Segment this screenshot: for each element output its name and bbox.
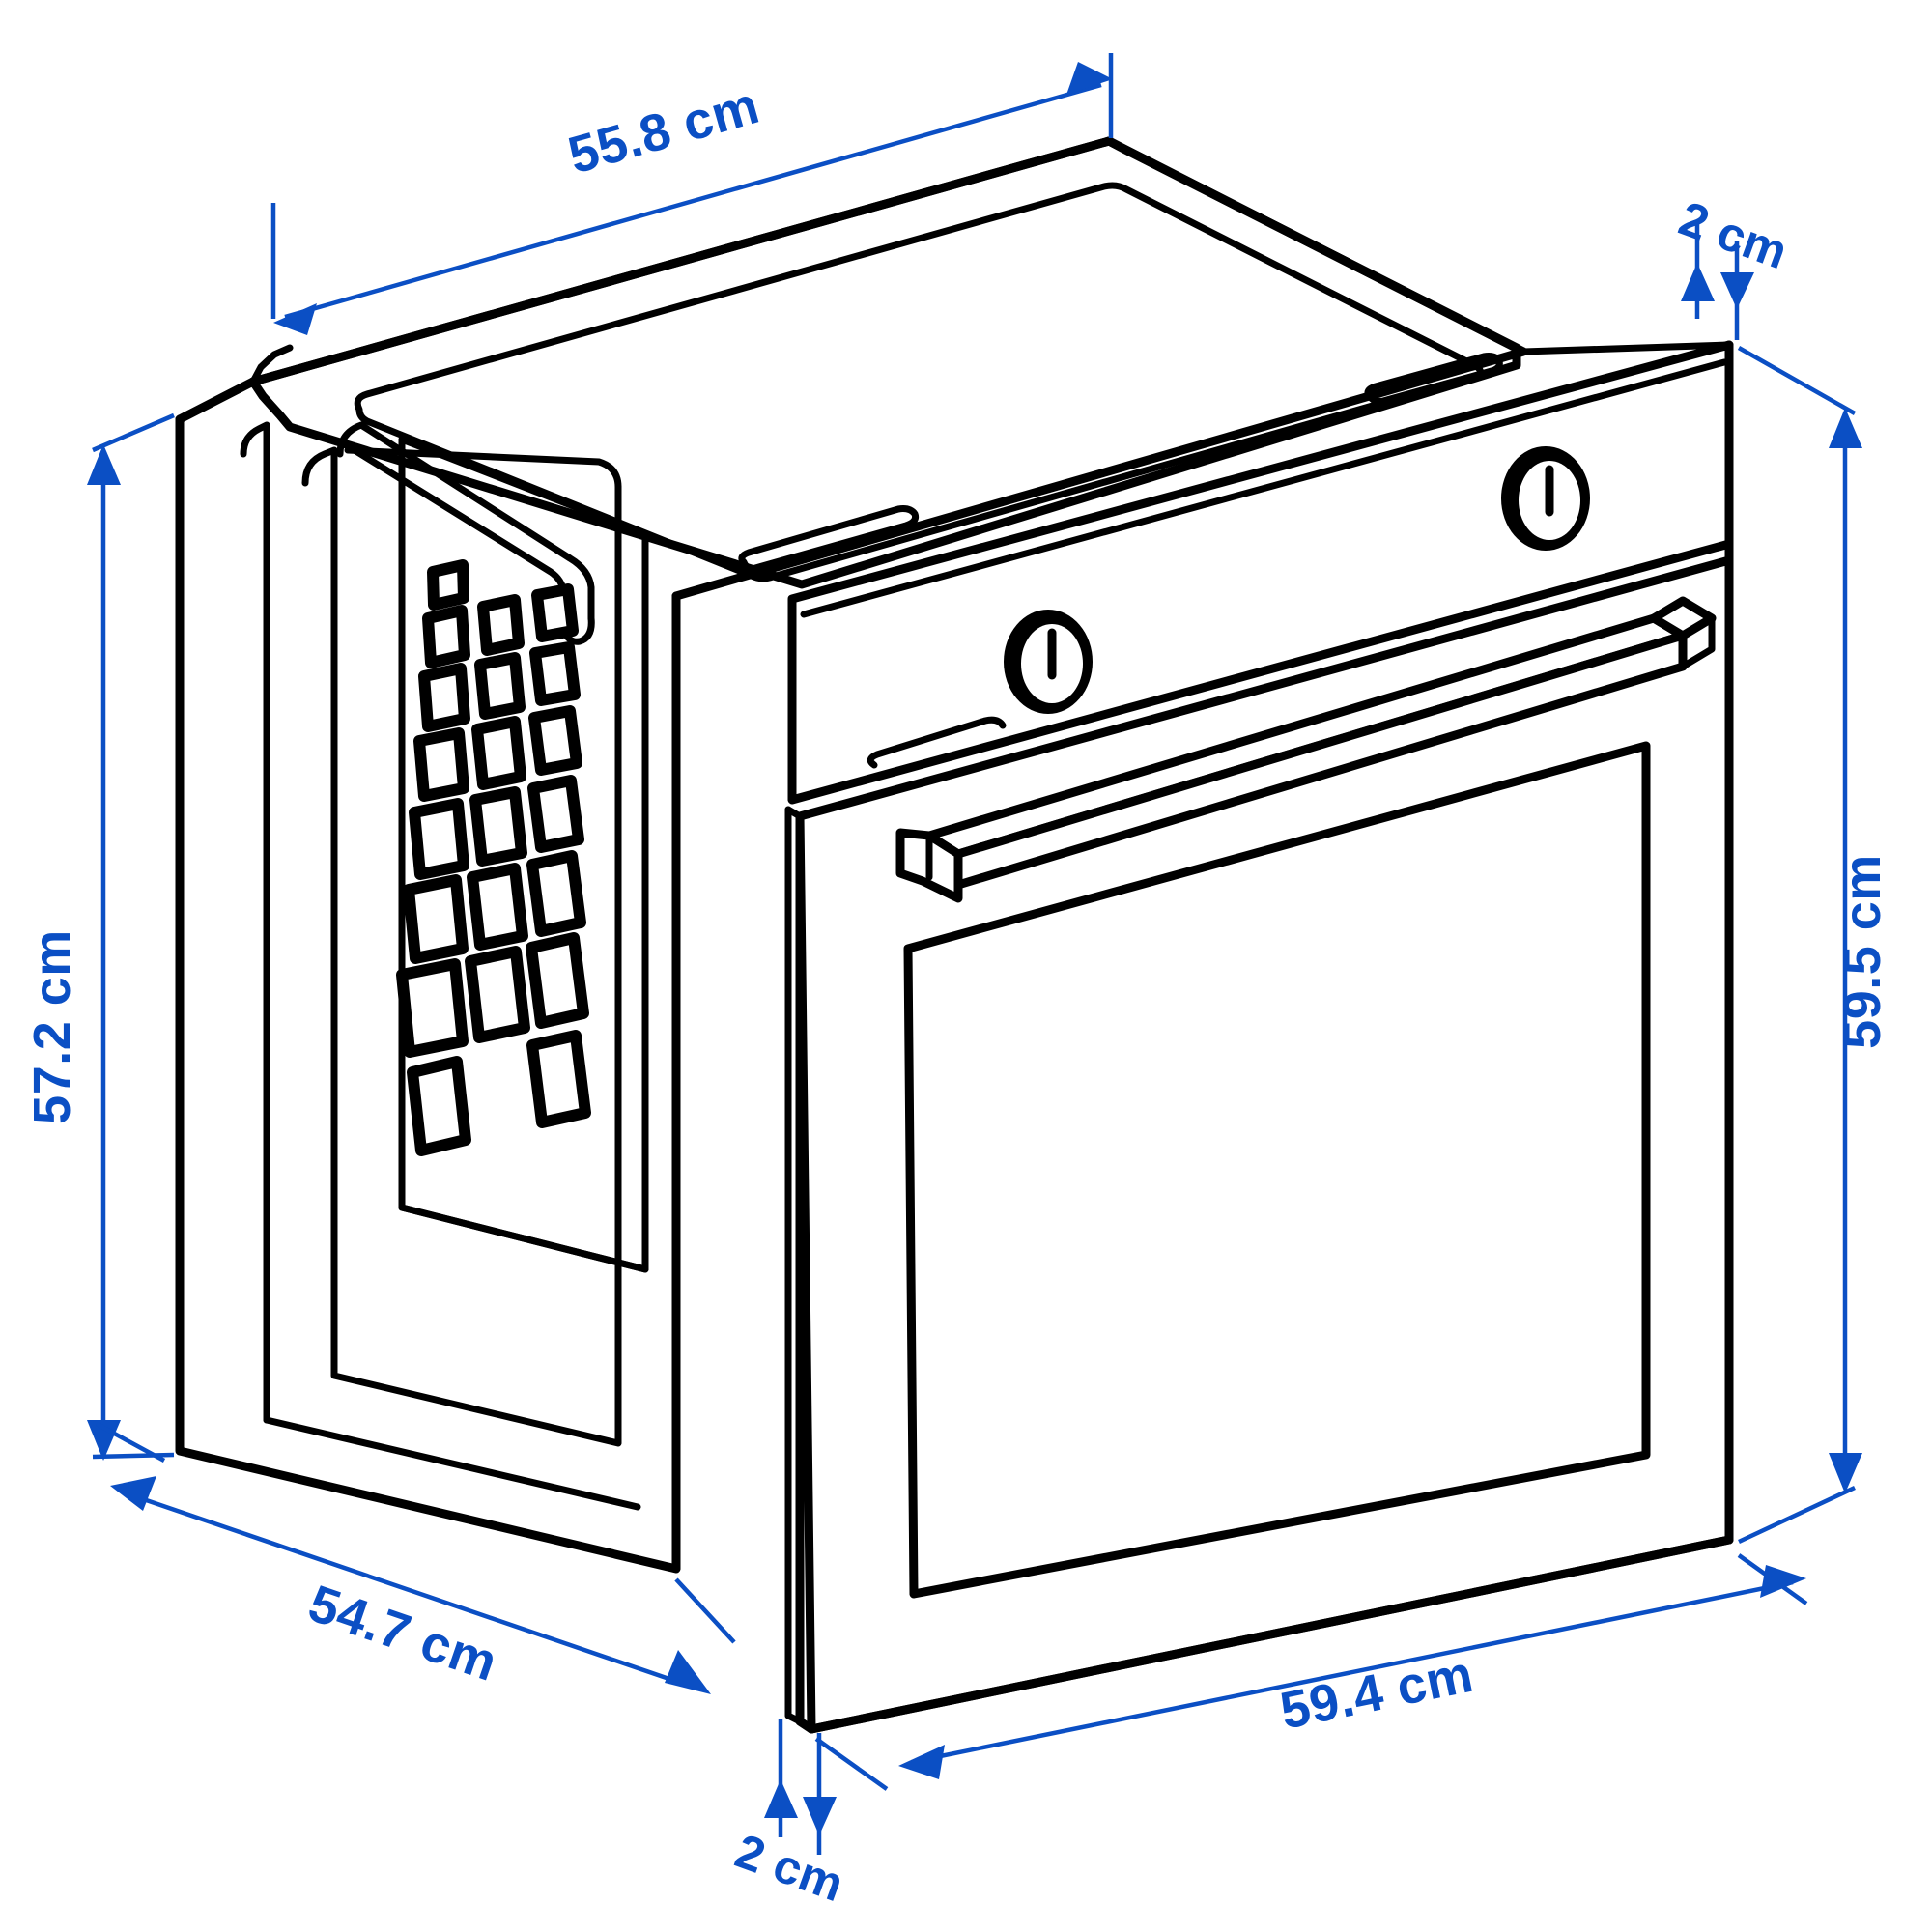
- dimension-label-right-height: 59.5 cm: [1833, 854, 1891, 1049]
- dim-arrow-bottom: [1829, 1453, 1862, 1493]
- dim-arrow-down: [1720, 272, 1754, 309]
- dim-ext-line: [1738, 1485, 1856, 1545]
- dim-ext-line: [92, 412, 175, 453]
- dim-arrow-up: [1681, 263, 1715, 301]
- oven-top-panel: [248, 136, 1528, 601]
- dimension-right-height: 59.5 cm: [1737, 346, 1891, 1545]
- dim-ext-line: [1737, 346, 1857, 415]
- dimension-label-bottom-left-depth: 54.7 cm: [301, 1575, 504, 1692]
- side-ventilation-grille: [396, 559, 591, 1156]
- dim-ext-line: [95, 1422, 166, 1463]
- dim-ext-line: [674, 1577, 736, 1644]
- dim-arrow-left: [273, 303, 317, 335]
- dimension-label-bottom-gap: 2 cm: [728, 1824, 850, 1913]
- dim-arrow-top: [87, 444, 121, 485]
- function-knob[interactable]: [1004, 610, 1093, 714]
- dimension-label-top-depth: 55.8 cm: [562, 76, 765, 185]
- dim-arrow-right: [665, 1650, 711, 1694]
- dim-arrow-right: [1760, 1565, 1806, 1598]
- dimension-label-top-right-gap: 2 cm: [1672, 191, 1794, 280]
- dim-arrow-left: [898, 1745, 945, 1779]
- door-glass-window: [903, 741, 1651, 1599]
- dimension-label-left-height: 57.2 cm: [23, 929, 81, 1124]
- dim-arrow-right: [1066, 62, 1113, 95]
- oven-illustration: [175, 136, 1734, 1734]
- dim-line: [123, 1490, 698, 1691]
- dim-line: [284, 82, 1102, 320]
- dim-arrow-left: [110, 1476, 156, 1511]
- oven-side-panel: [175, 377, 681, 1574]
- dimension-label-bottom-right-width: 59.4 cm: [1275, 1645, 1478, 1741]
- dimension-top-right-gap: 2 cm: [1672, 191, 1794, 340]
- dim-ext-line: [814, 1737, 889, 1791]
- front-vent-slot: [867, 716, 1007, 769]
- dim-arrow-down: [803, 1797, 837, 1835]
- dim-arrow-up: [764, 1779, 798, 1818]
- dimension-left-height: 57.2 cm: [23, 412, 175, 1461]
- temperature-knob[interactable]: [1501, 446, 1590, 551]
- dim-ext-line: [92, 1452, 175, 1460]
- dim-line: [911, 1579, 1794, 1765]
- door-handle[interactable]: [895, 596, 1717, 903]
- dimension-bottom-right-width: 59.4 cm: [814, 1553, 1808, 1791]
- oven-door[interactable]: [784, 340, 1734, 1734]
- dim-arrow-top: [1829, 408, 1862, 448]
